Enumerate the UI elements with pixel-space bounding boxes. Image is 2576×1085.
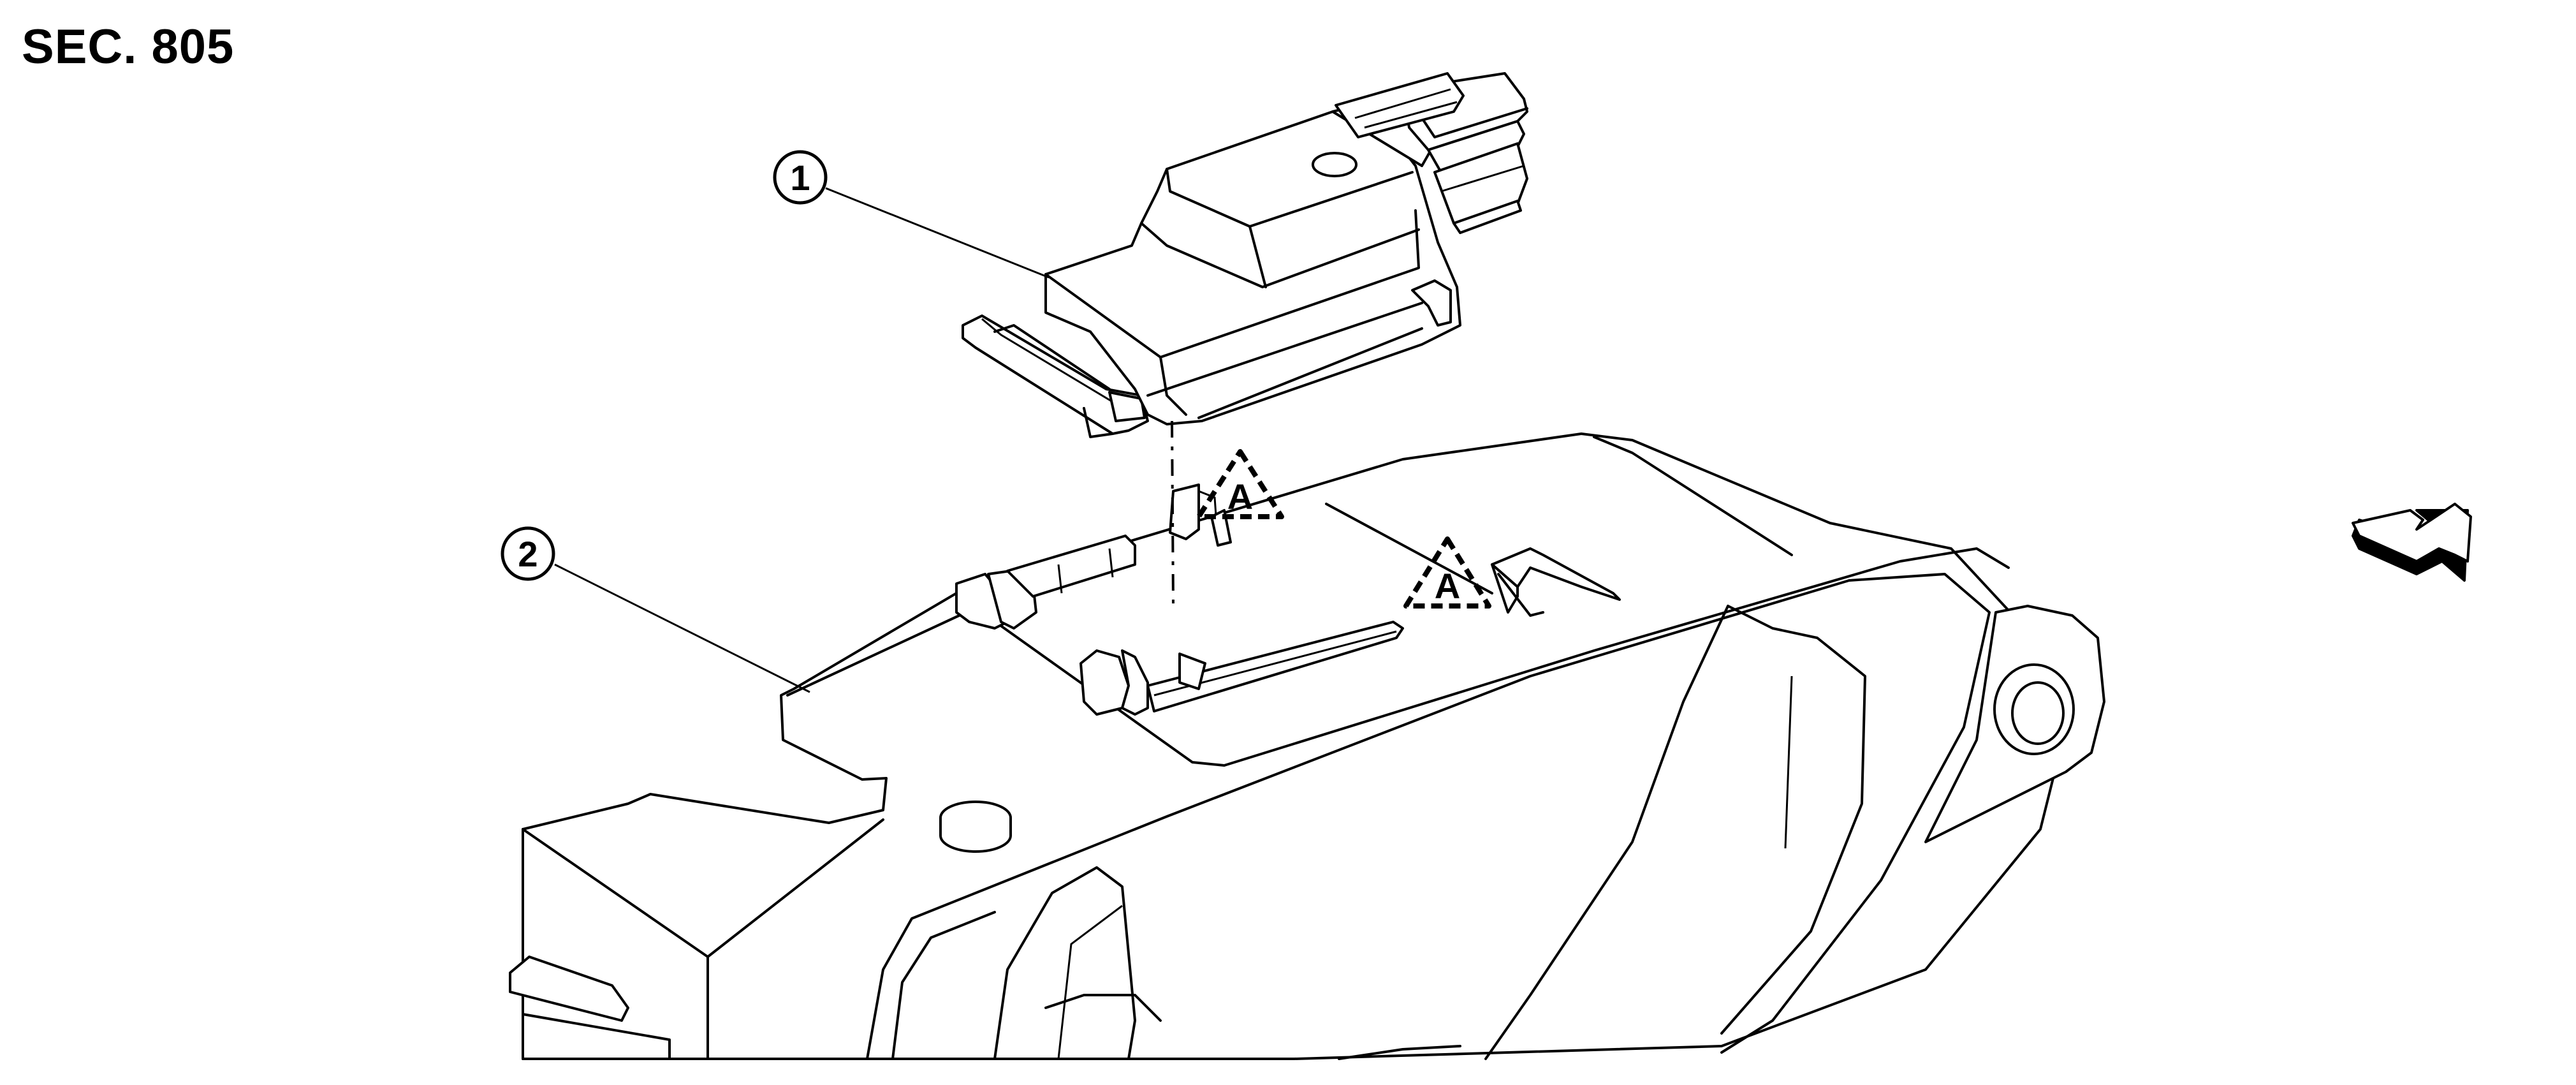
callout-1-label: 1 xyxy=(790,158,810,198)
housing-part xyxy=(509,432,2105,1060)
reference-marker-a1: A xyxy=(1196,449,1284,519)
callout-1: 1 xyxy=(773,150,1050,279)
callout-2-label: 2 xyxy=(518,534,538,574)
callout-2: 2 xyxy=(501,526,810,693)
switch-part xyxy=(962,72,1528,438)
reference-marker-a2: A xyxy=(1403,536,1491,609)
marker-a1-label: A xyxy=(1227,476,1253,517)
assembly-guide-line xyxy=(1171,420,1175,607)
view-direction-arrow-icon xyxy=(2352,503,2472,582)
marker-a2-label: A xyxy=(1435,566,1460,606)
section-label: SEC. 805 xyxy=(22,20,235,74)
